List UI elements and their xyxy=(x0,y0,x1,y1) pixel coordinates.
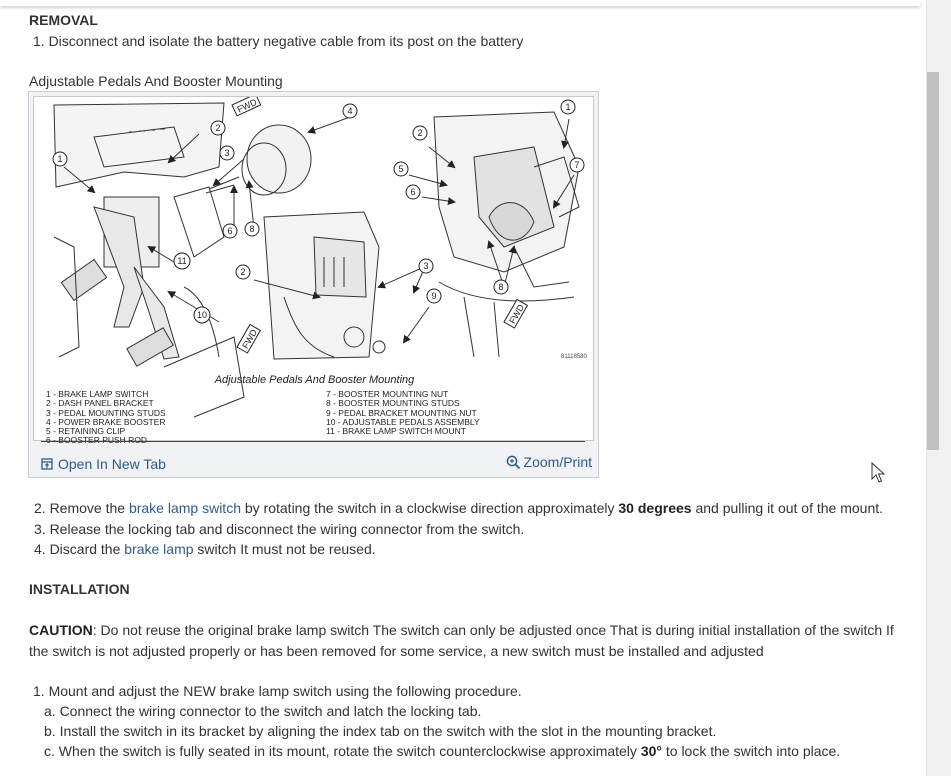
callout-2-left: 2 xyxy=(210,120,226,136)
fwd-tag-middle: FWD xyxy=(236,323,262,354)
svg-text:5: 5 xyxy=(398,164,403,174)
removal-step-1: 1. Disconnect and isolate the battery ne… xyxy=(33,33,524,49)
zoom-icon xyxy=(506,455,520,469)
install-step-a: a. Connect the wiring connector to the s… xyxy=(44,703,482,719)
top-shadow-bar xyxy=(0,0,920,6)
legend-left: 1 - BRAKE LAMP SWITCH 2 - DASH PANEL BRA… xyxy=(46,389,166,446)
legend-item: 9 - PEDAL BRACKET MOUNTING NUT xyxy=(326,407,477,418)
install-step-c: c. When the switch is fully seated in it… xyxy=(44,743,841,759)
brake-diagram: FWD FWD FWD 1 2 3 4 6 8 1 xyxy=(52,97,585,418)
legend-item: 8 - BOOSTER MOUNTING STUDS xyxy=(326,398,460,409)
callout-2-middle: 2 xyxy=(235,264,251,280)
legend-item: 7 - BOOSTER MOUNTING NUT xyxy=(326,389,449,399)
removal-step-4: 4. Discard the brake lamp switch It must… xyxy=(34,541,376,557)
zoom-print-button[interactable]: Zoom/Print xyxy=(506,454,592,470)
callout-5: 5 xyxy=(393,161,409,177)
callout-7: 7 xyxy=(569,157,585,173)
legend-item: 10 - ADJUSTABLE PEDALS ASSEMBLY xyxy=(326,416,480,427)
svg-text:2: 2 xyxy=(240,267,245,277)
callout-10: 10 xyxy=(193,306,211,324)
svg-text:3: 3 xyxy=(423,261,428,271)
figure-card: FWD FWD FWD 1 2 3 4 6 8 1 xyxy=(28,91,599,478)
svg-text:6: 6 xyxy=(410,187,415,197)
legend-item: 4 - POWER BRAKE BOOSTER xyxy=(46,416,166,427)
svg-text:1: 1 xyxy=(565,102,570,112)
fwd-label-top: FWD xyxy=(236,97,259,115)
svg-text:1: 1 xyxy=(57,154,62,164)
callout-4: 4 xyxy=(342,103,358,119)
legend-item: 1 - BRAKE LAMP SWITCH xyxy=(46,389,149,399)
figure-id-code: 81118580 xyxy=(561,354,587,360)
figure-image[interactable]: FWD FWD FWD 1 2 3 4 6 8 1 xyxy=(33,96,594,445)
svg-text:3: 3 xyxy=(224,148,229,158)
removal-step-3: 3. Release the locking tab and disconnec… xyxy=(34,521,525,537)
fwd-tag-top: FWD xyxy=(231,97,262,117)
brake-lamp-switch-link[interactable]: brake lamp switch xyxy=(128,500,241,516)
callout-3-left: 3 xyxy=(219,145,235,161)
callout-6-right: 6 xyxy=(405,184,421,200)
svg-text:7: 7 xyxy=(574,160,579,170)
legend-item: 11 - BRAKE LAMP SWITCH MOUNT xyxy=(326,426,466,437)
callout-8-left: 8 xyxy=(244,221,260,237)
svg-text:4: 4 xyxy=(347,106,352,116)
callout-11: 11 xyxy=(173,252,191,270)
callout-3-middle: 3 xyxy=(418,258,434,274)
caution-line-2: the switch is not adjusted properly or h… xyxy=(29,643,764,659)
figure-divider xyxy=(41,441,585,442)
legend-item: 6 - BOOSTER PUSH ROD xyxy=(46,436,166,446)
callout-1-left: 1 xyxy=(52,151,68,167)
open-in-new-tab-button[interactable]: Open In New Tab xyxy=(41,456,166,472)
removal-step-2: 2. Remove the brake lamp switch by rotat… xyxy=(34,500,884,516)
caution-line-1: CAUTION: Do not reuse the original brake… xyxy=(29,622,894,638)
mouse-pointer-icon xyxy=(871,462,886,483)
fwd-tag-right: FWD xyxy=(503,298,529,329)
scrollbar-thumb[interactable] xyxy=(927,72,939,450)
legend-item: 5 - RETAINING CLIP xyxy=(46,426,126,437)
svg-text:8: 8 xyxy=(498,282,503,292)
legend-item: 3 - PEDAL MOUNTING STUDS xyxy=(46,407,166,418)
removal-heading: REMOVAL xyxy=(29,12,98,28)
figure-title: Adjustable Pedals And Booster Mounting xyxy=(29,73,283,89)
svg-text:11: 11 xyxy=(177,256,186,266)
zoom-print-label: Zoom/Print xyxy=(523,454,592,470)
article-content: REMOVAL 1. Disconnect and isolate the ba… xyxy=(0,0,920,759)
open-in-new-tab-label: Open In New Tab xyxy=(58,456,166,472)
callout-2-right: 2 xyxy=(412,125,428,141)
svg-text:9: 9 xyxy=(431,291,436,301)
install-step-b: b. Install the switch in its bracket by … xyxy=(44,723,717,739)
callout-9: 9 xyxy=(426,288,442,304)
callout-6-left: 6 xyxy=(222,223,238,239)
figure-caption: Adjustable Pedals And Booster Mounting xyxy=(214,374,415,386)
callout-1-right: 1 xyxy=(560,99,576,115)
install-step-1: 1. Mount and adjust the NEW brake lamp s… xyxy=(33,683,522,699)
callout-8-right: 8 xyxy=(493,279,509,295)
svg-text:10: 10 xyxy=(197,310,207,320)
svg-text:2: 2 xyxy=(417,128,422,138)
legend-item: 2 - DASH PANEL BRACKET xyxy=(46,398,154,409)
svg-text:6: 6 xyxy=(227,226,232,236)
installation-heading: INSTALLATION xyxy=(29,581,130,597)
svg-text:8: 8 xyxy=(249,224,254,234)
brake-lamp-link[interactable]: brake lamp xyxy=(124,541,194,557)
legend-right: 7 - BOOSTER MOUNTING NUT 8 - BOOSTER MOU… xyxy=(326,389,480,437)
open-in-new-tab-icon xyxy=(41,458,53,470)
svg-text:2: 2 xyxy=(215,123,220,133)
